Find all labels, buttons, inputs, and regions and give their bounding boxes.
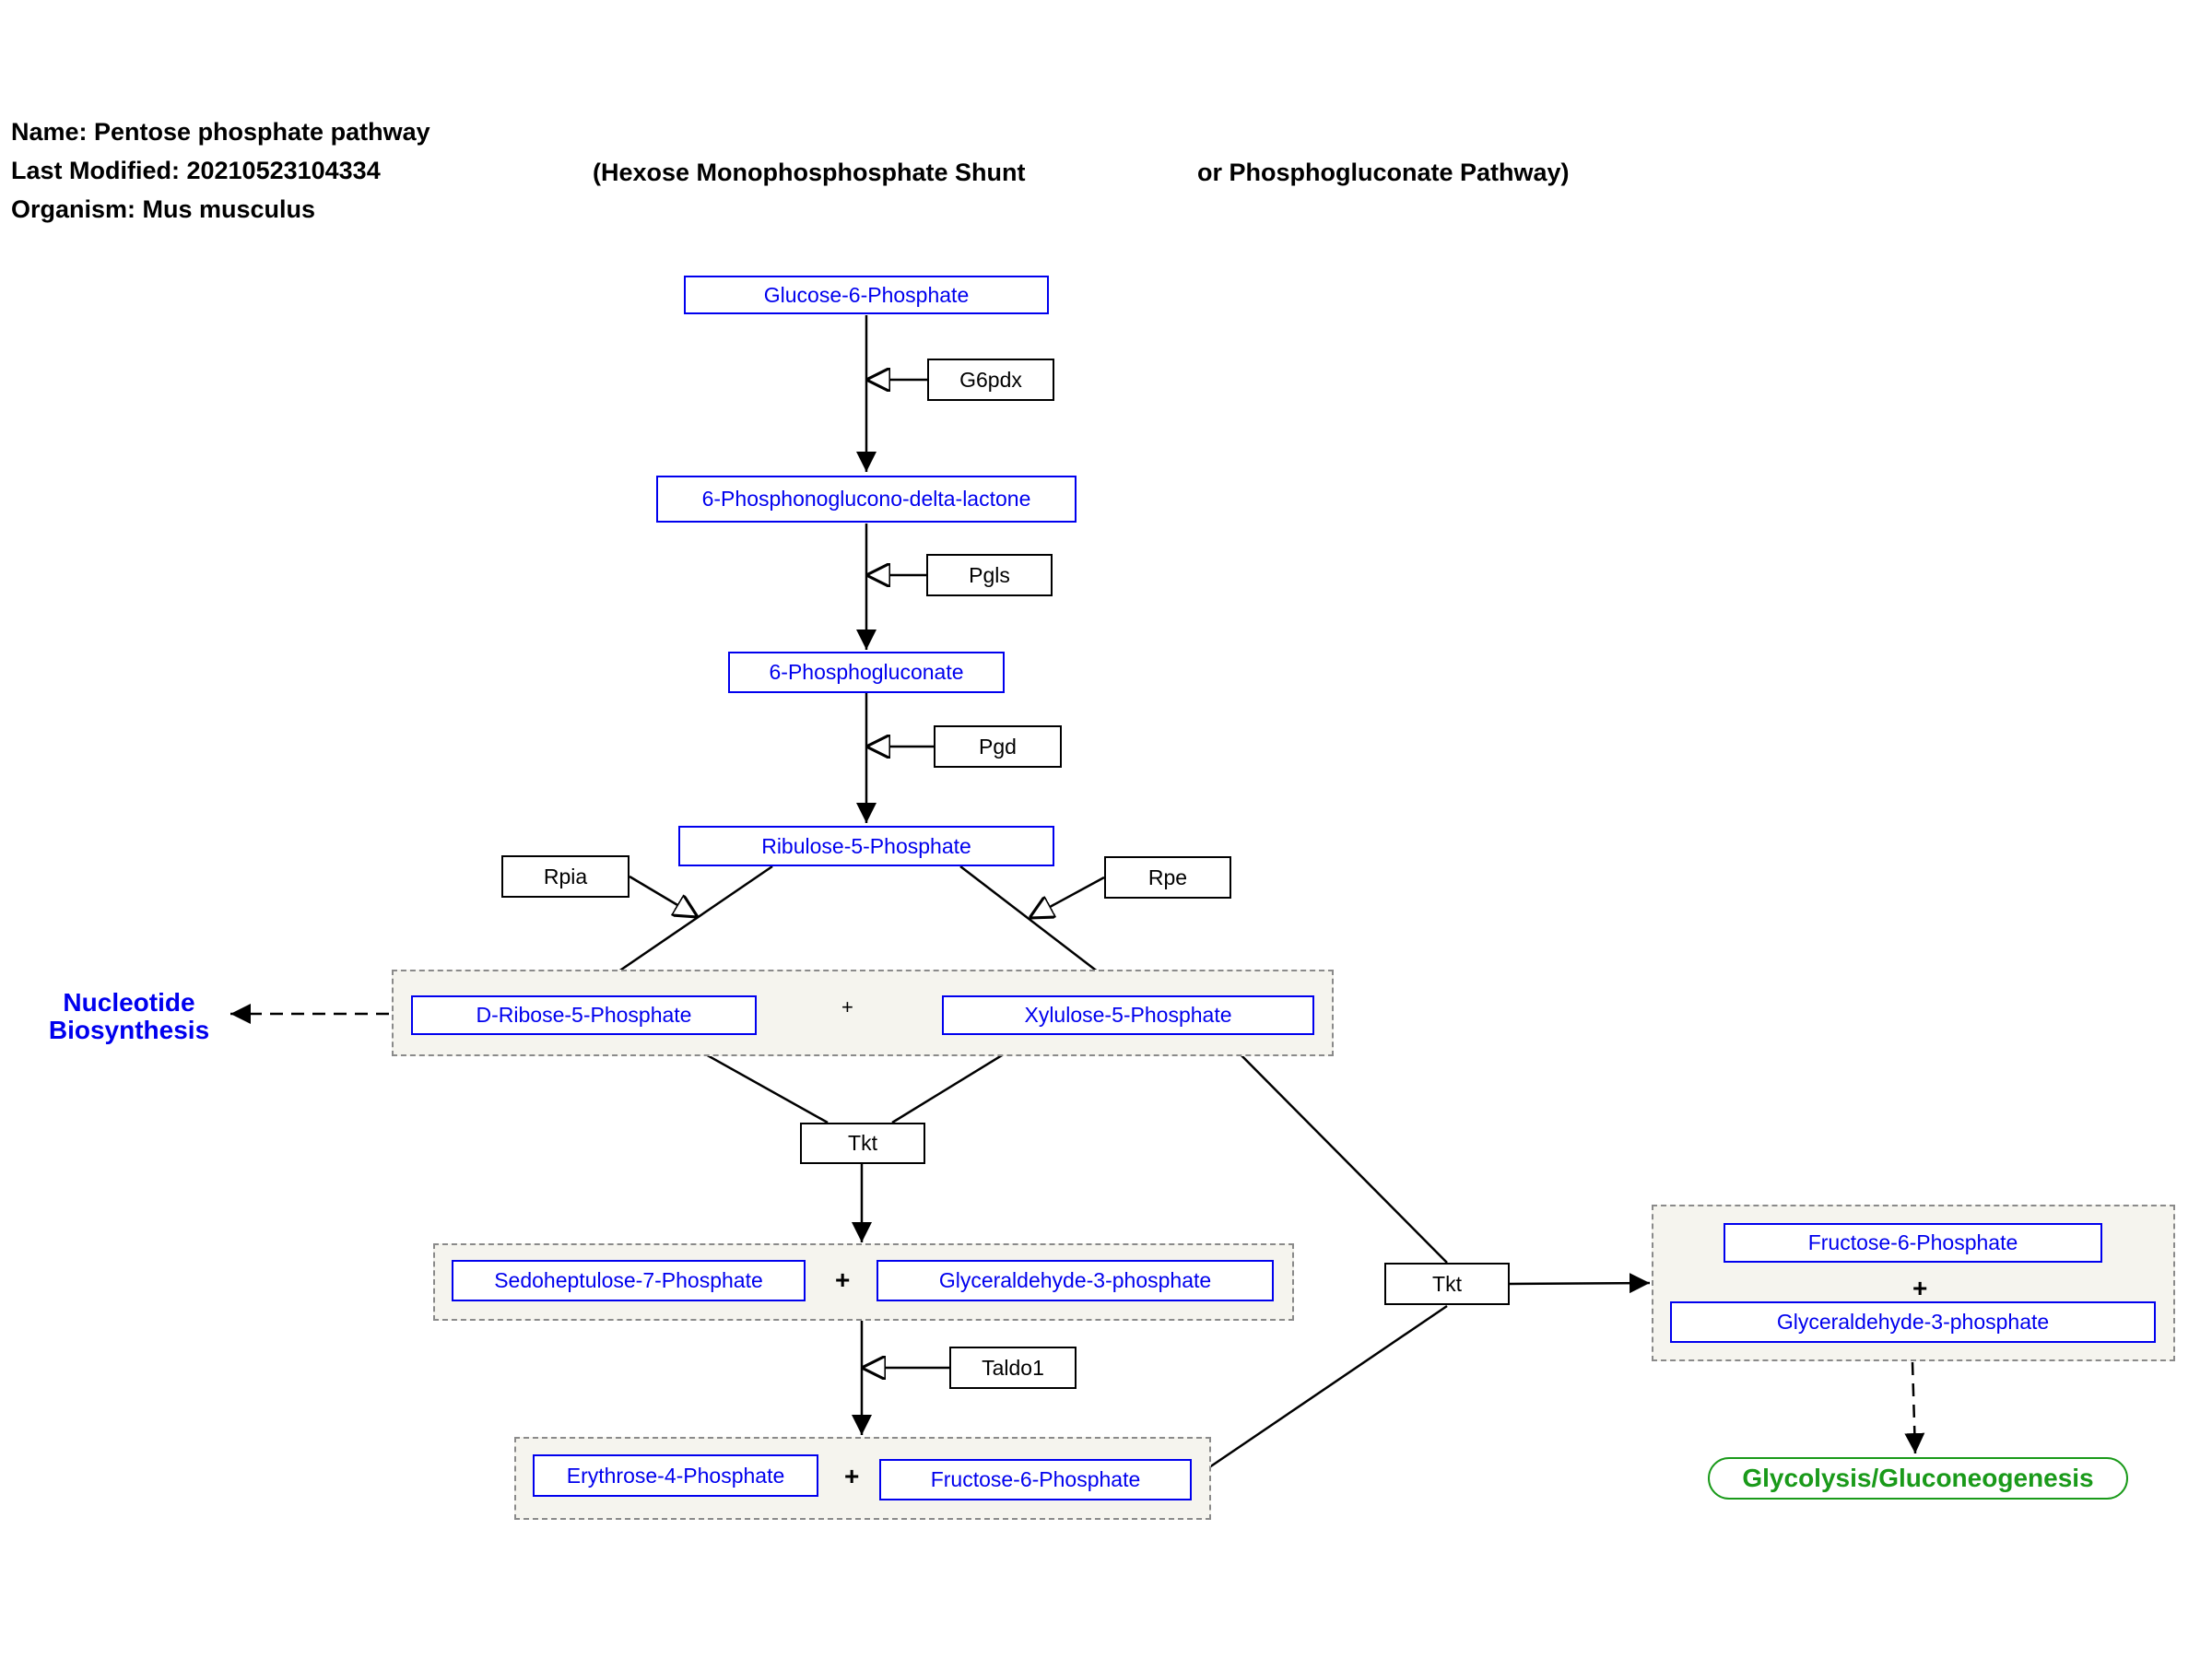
gene-pgd[interactable]: Pgd [934,725,1062,768]
edge-xu5p-to-tkt2 [1220,1034,1448,1264]
plus-sign-4: + [1912,1274,1928,1302]
catalysis-rpia [629,875,698,917]
pathway-glycolysis-gluconeogenesis[interactable]: Glycolysis/Gluconeogenesis [1708,1457,2128,1500]
gene-g6pdx[interactable]: G6pdx [927,359,1054,401]
metabolite-erythrose-4-phosphate[interactable]: Erythrose-4-Phosphate [533,1454,818,1497]
gene-rpe[interactable]: Rpe [1104,856,1231,899]
gene-tkt-1[interactable]: Tkt [800,1123,925,1164]
metabolite-ribulose-5-phosphate[interactable]: Ribulose-5-Phosphate [678,826,1054,866]
subtitle-part2: or Phosphogluconate Pathway) [1197,159,1570,186]
gene-pgls[interactable]: Pgls [926,554,1053,596]
pathway-nucleotide-line1: Nucleotide [63,988,195,1017]
gene-tkt-2[interactable]: Tkt [1384,1263,1510,1305]
pathway-name: Name: Pentose phosphate pathway [11,118,430,146]
pathway-nucleotide-line2: Biosynthesis [48,1016,210,1044]
plus-sign-3: + [844,1462,860,1490]
plus-sign-2: + [835,1265,851,1294]
metabolite-xylulose-5-phosphate[interactable]: Xylulose-5-Phosphate [942,995,1314,1035]
metabolite-glyceraldehyde-3-phosphate[interactable]: Glyceraldehyde-3-phosphate [877,1260,1274,1301]
metabolite-glyceraldehyde-3-phosphate-2[interactable]: Glyceraldehyde-3-phosphate [1670,1301,2156,1343]
gene-taldo1[interactable]: Taldo1 [949,1347,1077,1389]
last-modified: Last Modified: 20210523104334 [11,157,381,184]
edge-tkt2-to-f6p-group [1508,1273,1651,1294]
metabolite-fructose-6-phosphate[interactable]: Fructose-6-Phosphate [879,1459,1192,1500]
pathway-nucleotide-biosynthesis[interactable]: Nucleotide Biosynthesis [37,989,221,1044]
gene-rpia[interactable]: Rpia [501,855,629,898]
metabolite-6-phosphogluconate[interactable]: 6-Phosphogluconate [728,652,1005,693]
metabolite-6-phosphonoglucono-delta-lactone[interactable]: 6-Phosphonoglucono-delta-lactone [656,476,1077,523]
plus-sign-1: + [841,995,853,1018]
catalysis-rpe [1030,876,1105,918]
subtitle-part1: (Hexose Monophosphosphate Shunt [593,159,1026,186]
metabolite-glucose-6-phosphate[interactable]: Glucose-6-Phosphate [684,276,1049,314]
metabolite-d-ribose-5-phosphate[interactable]: D-Ribose-5-Phosphate [411,995,757,1035]
metabolite-fructose-6-phosphate-2[interactable]: Fructose-6-Phosphate [1724,1223,2102,1263]
edge-f6p1-to-tkt2 [1191,1304,1448,1481]
organism: Organism: Mus musculus [11,195,316,223]
edge-f6p-group-to-glycolysis [1904,1361,1925,1454]
metabolite-sedoheptulose-7-phosphate[interactable]: Sedoheptulose-7-Phosphate [452,1260,806,1301]
